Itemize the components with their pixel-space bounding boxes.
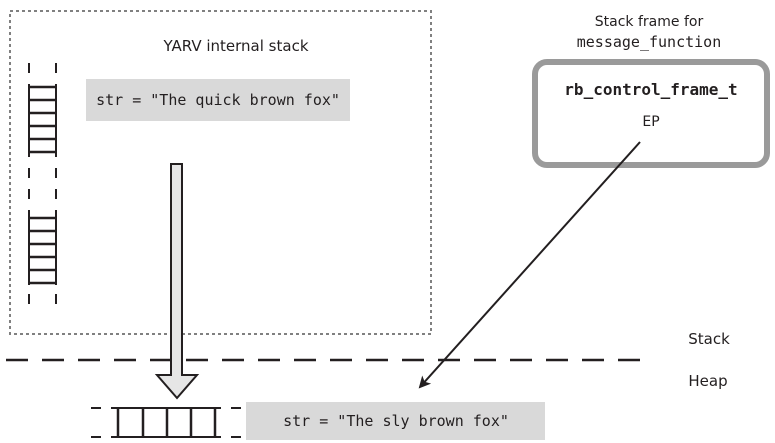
copy-down-arrow bbox=[154, 163, 200, 400]
control-frame-ep-field: EP bbox=[642, 114, 659, 130]
ep-pointer-arrow bbox=[418, 141, 641, 389]
heap-label: Heap bbox=[688, 372, 727, 390]
control-frame-box bbox=[532, 59, 770, 168]
heap-value-box bbox=[246, 402, 545, 440]
yarv-stack-title: YARV internal stack bbox=[162, 37, 308, 55]
frame-caption-line1: Stack frame for bbox=[595, 14, 704, 30]
heap-value-text: str = "The sly brown fox" bbox=[283, 412, 509, 430]
yarv-stack-ladder bbox=[28, 63, 57, 312]
yarv-stack-region bbox=[9, 10, 432, 335]
heap-array-slots bbox=[116, 408, 217, 437]
stack-value-text: str = "The quick brown fox" bbox=[96, 91, 340, 109]
frame-caption-line2: message_function bbox=[577, 33, 722, 51]
control-frame-struct-name: rb_control_frame_t bbox=[564, 80, 737, 99]
stack-value-box bbox=[86, 79, 350, 121]
yarv-stack-slots bbox=[29, 85, 56, 285]
stack-label: Stack bbox=[688, 330, 730, 348]
